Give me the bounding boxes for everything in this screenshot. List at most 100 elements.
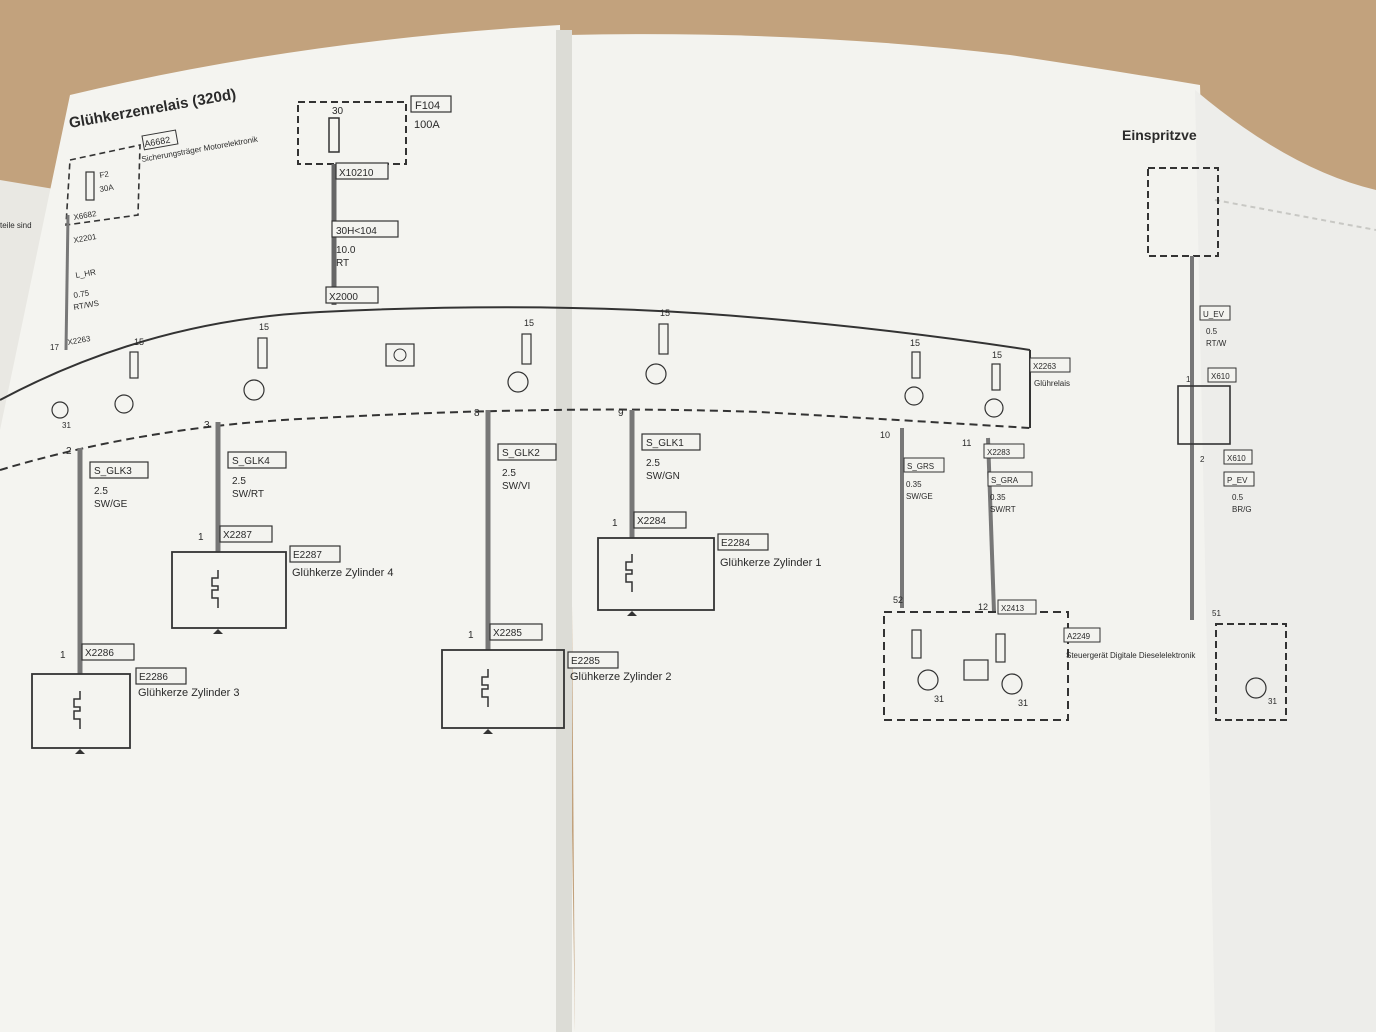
ecu-ground-1: 31 <box>934 694 944 704</box>
glow-plug-2-ref: E2287 <box>293 550 322 561</box>
left-connector-c: X2263 <box>67 334 92 347</box>
relay-driver-1: 15 <box>114 337 144 414</box>
glow-plug-3-component-box <box>441 649 565 729</box>
right-connector-a: X610 <box>1211 372 1230 381</box>
main-connector-top: X10210 <box>339 168 374 179</box>
right-page-component <box>1177 385 1231 445</box>
ecu-name: Steuergerät Digitale Dieselelektronik <box>1066 651 1196 660</box>
relay-driver-6: 15 <box>984 350 1004 418</box>
glow-plug-3-connector-pin: 1 <box>468 630 474 641</box>
fuse-ref: F104 <box>415 100 440 112</box>
relay-terminal-label: 15 <box>660 308 670 318</box>
ecu-outline <box>883 611 1069 721</box>
relay-control-icon <box>385 343 415 367</box>
glow-plug-4-signal-tag <box>641 433 701 451</box>
relay-driver-2: 15 <box>243 322 269 401</box>
right-wire-a: U_EV <box>1203 310 1225 319</box>
signal-tag <box>903 457 945 473</box>
glow-plug-1-gauge: 2.5 <box>94 486 108 497</box>
glow-plug-1-color: SW/GE <box>94 499 128 510</box>
glow-plug-4-name: Glühkerze Zylinder 1 <box>720 557 822 569</box>
ecu-control-icon <box>963 659 989 681</box>
glow-plug-1-ref: E2286 <box>139 672 168 683</box>
book-gutter <box>556 30 572 1032</box>
control-wire-gra <box>986 437 996 613</box>
relay-control-icon <box>393 348 407 362</box>
fuse-rating: 100A <box>414 119 440 131</box>
glow-plug-2-ref-tag <box>289 545 341 563</box>
fuse-carrier-fuse: F2 <box>99 169 110 180</box>
glow-plug-3-name: Glühkerze Zylinder 2 <box>570 671 672 683</box>
right-page-box <box>1147 167 1219 257</box>
left-wire-id: L_HR <box>75 268 97 280</box>
glow-plug-3-heater-icon <box>481 669 489 707</box>
left-wire <box>64 214 70 351</box>
right-ground: 31 <box>1268 697 1277 706</box>
relay-name: Glührelais <box>1034 379 1070 388</box>
transistor-icon <box>114 394 134 414</box>
sheet-fold-line <box>1214 199 1376 231</box>
right-page-ecu <box>1215 623 1287 721</box>
glow-plug-1-component-box <box>31 673 131 749</box>
glow-plug-3-connector-tag <box>489 623 543 641</box>
separate-sheet <box>1195 90 1376 1032</box>
control-pin-gra: 11 <box>962 438 971 448</box>
main-wire-id: 30H<104 <box>336 226 377 237</box>
control-signal-gra: S_GRA <box>991 476 1019 485</box>
main-wire-color: RT <box>336 258 349 269</box>
resistor-icon <box>129 351 139 379</box>
glow-plug-4-connector: X2284 <box>637 516 666 527</box>
glow-plug-4-ref-tag <box>717 533 769 551</box>
glow-plug-2-gauge: 2.5 <box>232 476 246 487</box>
fuse-carrier-rating: 30A <box>99 183 115 194</box>
resistor-icon <box>911 629 922 659</box>
connector-tag <box>325 286 379 304</box>
connector-tag <box>1207 367 1237 383</box>
wire-id-tag <box>331 220 399 238</box>
relay-ref: X2263 <box>1033 362 1057 371</box>
ecu-ground-2: 31 <box>1018 698 1028 708</box>
fuse-icon <box>328 117 340 153</box>
glow-plug-3-signal-tag <box>497 443 557 461</box>
glow-plug-1-connector: X2286 <box>85 648 114 659</box>
glow-plug-4-color: SW/GN <box>646 471 680 482</box>
glow-plug-2-connector: X2287 <box>223 530 252 541</box>
transistor-icon <box>904 386 924 406</box>
transistor-icon <box>1245 677 1267 699</box>
left-connector-b: X2201 <box>73 232 98 245</box>
glow-plug-2-relay-pin: 3 <box>204 420 210 431</box>
glow-plug-4-ref: E2284 <box>721 538 750 549</box>
glow-plug-2-color: SW/RT <box>232 489 264 500</box>
signal-tag <box>1223 471 1255 487</box>
glow-plug-1-name: Glühkerze Zylinder 3 <box>138 687 240 699</box>
relay-top-boundary <box>0 306 1031 401</box>
relay-driver-3: 15 <box>507 318 534 393</box>
right-wire-b: P_EV <box>1227 476 1248 485</box>
glow-plug-3-gauge: 2.5 <box>502 468 516 479</box>
glow-plug-3-relay-pin: 8 <box>474 408 480 419</box>
transistor-icon <box>51 401 69 419</box>
transistor-icon <box>645 363 667 385</box>
relay-terminal-label: 15 <box>910 338 920 348</box>
glow-plug-1-heater-icon <box>73 691 81 729</box>
glow-plug-2-signal-tag <box>227 451 287 469</box>
ecu-pin-grs: 52 <box>893 595 903 605</box>
right-gauge-b: 0.5 <box>1232 493 1244 502</box>
right-pin-c: 51 <box>1212 609 1221 618</box>
right-color-b: BR/G <box>1232 505 1252 514</box>
connector-tag <box>1223 449 1253 465</box>
relay-terminal-label: 15 <box>259 322 269 332</box>
connector-tag <box>335 162 389 180</box>
glow-plug-3-ref: E2285 <box>571 656 600 667</box>
left-pin: 17 <box>50 343 59 352</box>
left-wire-color: RT/WS <box>73 299 100 312</box>
right-page <box>568 34 1230 1032</box>
glow-plug-3-ref-tag <box>567 651 619 669</box>
relay-ground: 31 <box>62 421 71 430</box>
glow-plug-3-signal: S_GLK2 <box>502 448 540 459</box>
glow-plug-4-signal: S_GLK1 <box>646 438 684 449</box>
resistor-icon <box>991 363 1001 391</box>
transistor-icon <box>507 371 529 393</box>
fuse-carrier-outline <box>65 144 141 226</box>
glow-plug-2-heater-icon <box>211 570 219 608</box>
